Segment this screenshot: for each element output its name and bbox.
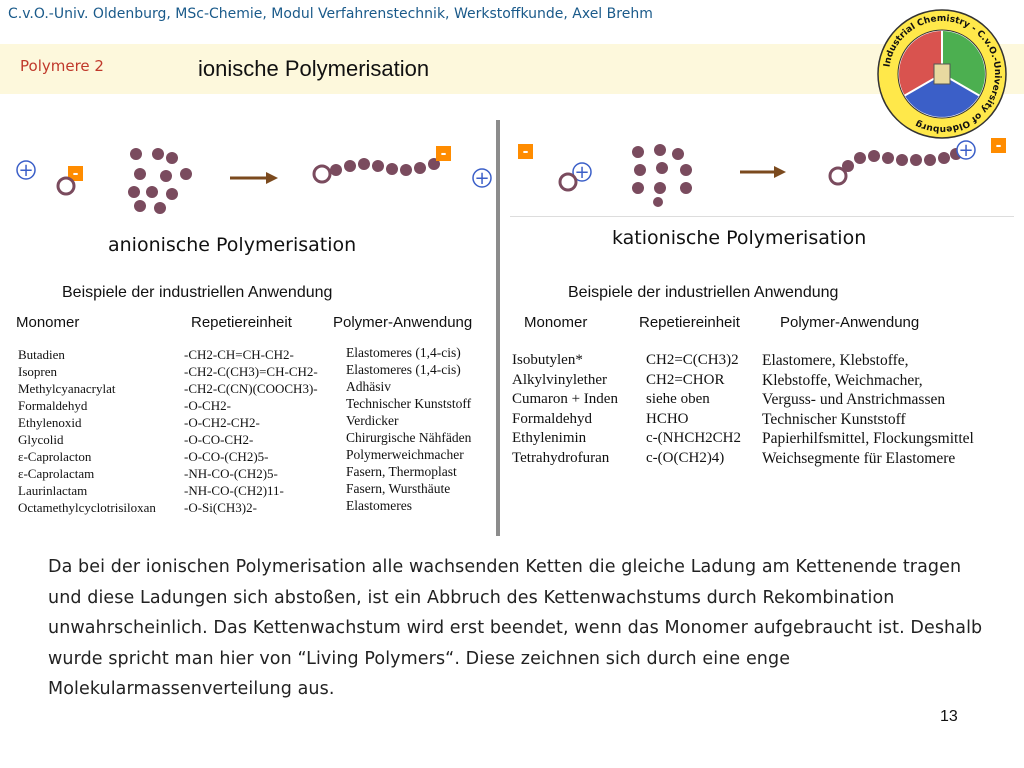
list-item: -CH2-C(CN)(COOCH3)-	[184, 381, 318, 396]
page-number: 13	[940, 708, 958, 725]
list-item: Octamethylcyclotrisiloxan	[18, 500, 156, 515]
list-item: Ethylenoxid	[18, 415, 82, 430]
cationic-repeat-list: CH2=C(CH3)2 CH2=CHOR siehe oben HCHO c-(…	[646, 351, 741, 468]
list-item: c-(O(CH2)4)	[646, 449, 725, 466]
list-item: Formaldehyd	[18, 398, 88, 413]
minus-sign: -	[996, 138, 1002, 154]
list-item: -CH2-CH=CH-CH2-	[184, 347, 294, 362]
cationic-examples-label: Beispiele der industriellen Anwendung	[568, 284, 839, 301]
slide-title: ionische Polymerisation	[198, 56, 430, 81]
list-item: Isopren	[18, 364, 57, 379]
list-item: Klebstoffe, Weichmacher,	[762, 371, 923, 389]
cationic-schematic: - + + -	[518, 138, 1006, 207]
anionic-repeat-list: -CH2-CH=CH-CH2- -CH2-C(CH3)=CH-CH2- -CH2…	[184, 346, 318, 516]
anionic-examples-label: Beispiele der industriellen Anwendung	[62, 284, 333, 301]
list-item: Weichsegmente für Elastomere	[762, 449, 956, 467]
list-item: Alkylvinylether	[512, 371, 607, 388]
column-divider	[496, 120, 500, 536]
cationic-col-use: Polymer-Anwendung	[780, 314, 920, 331]
section-label: Polymere 2	[20, 57, 104, 75]
anionic-col-monomer: Monomer	[16, 314, 80, 331]
list-item: Ethylenimin	[512, 430, 587, 446]
anionic-use-list: Elastomeres (1,4-cis) Elastomeres (1,4-c…	[346, 344, 471, 514]
list-item: siehe oben	[646, 391, 710, 407]
list-item: Polymerweichmacher	[346, 447, 464, 462]
plus-sign: +	[958, 140, 973, 161]
anionic-monomer-list: Butadien Isopren Methylcyanacrylat Forma…	[18, 346, 156, 516]
list-item: Elastomeres (1,4-cis)	[346, 362, 461, 377]
cationic-monomer-list: Isobutylen* Alkylvinylether Cumaron + In…	[512, 351, 618, 468]
list-item: ε-Caprolacton	[18, 449, 92, 464]
list-item: Elastomere, Klebstoffe,	[762, 352, 909, 369]
list-item: Verdicker	[346, 413, 399, 428]
cationic-col-monomer: Monomer	[524, 314, 588, 331]
list-item: -O-CH2-CH2-	[184, 415, 260, 430]
list-item: Laurinlactam	[18, 483, 88, 498]
explanation-paragraph: Da bei der ionischen Polymerisation alle…	[48, 557, 983, 699]
list-item: Tetrahydrofuran	[512, 449, 610, 466]
monomer-cluster	[632, 144, 692, 207]
minus-sign: -	[523, 144, 529, 160]
list-item: -NH-CO-(CH2)5-	[184, 466, 278, 481]
list-item: Adhäsiv	[346, 379, 391, 394]
list-item: CH2=CHOR	[646, 371, 725, 388]
list-item: -CH2-C(CH3)=CH-CH2-	[184, 364, 318, 379]
list-item: Glycolid	[18, 432, 64, 447]
polymer-chain	[842, 148, 962, 172]
header-line: C.v.O.-Univ. Oldenburg, MSc-Chemie, Modu…	[8, 6, 653, 22]
anionic-schematic: + - - +	[16, 146, 492, 214]
polymer-chain	[330, 158, 440, 176]
list-item: Butadien	[18, 347, 65, 362]
title-band	[0, 44, 1024, 94]
anionic-title: anionische Polymerisation	[108, 234, 357, 256]
list-item: Isobutylen*	[512, 352, 583, 368]
list-item: Technischer Kunststoff	[346, 396, 472, 411]
list-item: c-(NHCH2CH2	[646, 430, 741, 446]
list-item: HCHO	[646, 410, 689, 427]
list-item: Formaldehyd	[512, 410, 592, 427]
minus-sign: -	[73, 166, 79, 182]
list-item: CH2=C(CH3)2	[646, 352, 739, 368]
list-item: -O-Si(CH3)2-	[184, 500, 257, 515]
cationic-use-list: Elastomere, Klebstoffe, Klebstoffe, Weic…	[762, 351, 974, 468]
cationic-separator-line	[510, 216, 1014, 217]
anionic-col-use: Polymer-Anwendung	[333, 314, 473, 331]
list-item: Technischer Kunststoff	[762, 410, 906, 428]
plus-sign: +	[474, 168, 489, 189]
list-item: -O-CO-(CH2)5-	[184, 449, 269, 464]
list-item: Verguss- und Anstrichmassen	[762, 391, 946, 408]
university-logo: Industrial Chemistry - C.v.O.-University…	[877, 9, 1007, 139]
list-item: Fasern, Thermoplast	[346, 464, 457, 479]
plus-sign: +	[574, 162, 589, 183]
list-item: -O-CO-CH2-	[184, 432, 254, 447]
list-item: Elastomeres (1,4-cis)	[346, 345, 461, 360]
minus-sign: -	[441, 146, 447, 162]
list-item: Elastomeres	[346, 498, 412, 513]
list-item: Methylcyanacrylat	[18, 381, 116, 396]
monomer-cluster	[128, 148, 192, 214]
list-item: Chirurgische Nähfäden	[346, 430, 472, 445]
list-item: Fasern, Wursthäute	[346, 481, 451, 496]
list-item: Cumaron + Inden	[512, 391, 618, 407]
anionic-col-repeat: Repetiereinheit	[191, 314, 292, 331]
list-item: -NH-CO-(CH2)11-	[184, 483, 284, 498]
list-item: -O-CH2-	[184, 398, 231, 413]
cationic-col-repeat: Repetiereinheit	[639, 314, 740, 331]
plus-sign: +	[18, 160, 33, 181]
cationic-title: kationische Polymerisation	[612, 227, 867, 249]
list-item: Papierhilfsmittel, Flockungsmittel	[762, 430, 974, 447]
list-item: ε-Caprolactam	[18, 466, 95, 481]
